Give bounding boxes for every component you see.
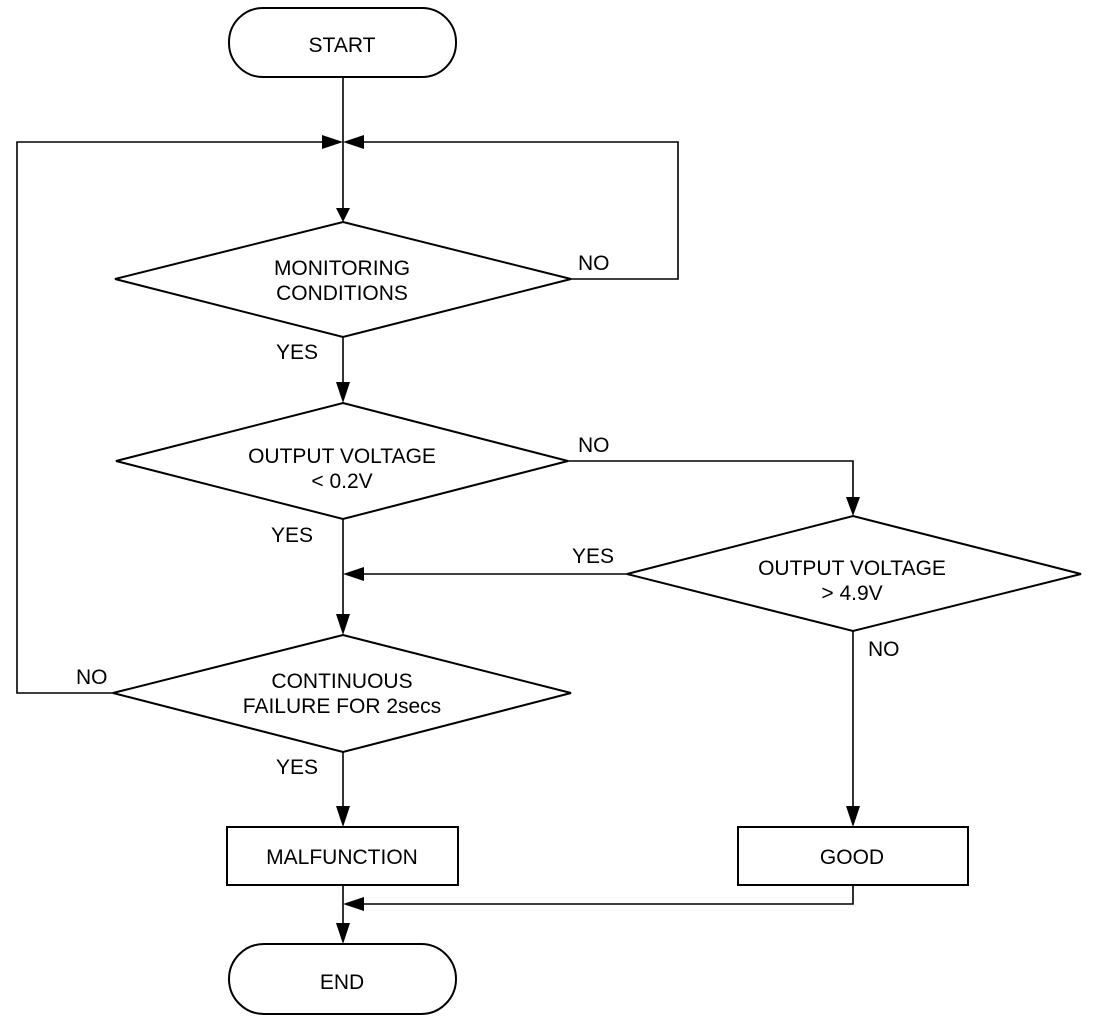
decision-monitoring-line1: MONITORING (274, 257, 410, 280)
arrowheads (322, 135, 860, 944)
decision-high-voltage-line2: > 4.9V (821, 582, 882, 605)
branch-label-low-voltage-yes: YES (271, 524, 313, 547)
branch-label-monitoring-yes: YES (276, 341, 318, 364)
process-malfunction: MALFUNCTION (226, 826, 459, 886)
branch-label-continuous-yes: YES (276, 756, 318, 779)
start-label: START (309, 34, 376, 57)
arrowhead-down-icon (336, 806, 350, 827)
end-label: END (320, 971, 364, 994)
arrowhead-left-icon (343, 135, 364, 149)
decision-continuous-line1: CONTINUOUS (271, 670, 412, 693)
connectors (16, 78, 854, 930)
branch-label-high-voltage-no: NO (868, 638, 900, 661)
decision-continuous-failure: CONTINUOUS FAILURE FOR 2secs (112, 633, 572, 754)
connector-continuous-no-loop (16, 141, 322, 694)
branch-label-monitoring-no: NO (578, 252, 610, 275)
branch-label-continuous-no: NO (76, 666, 108, 689)
connector-good-to-end (364, 886, 854, 905)
branch-label-low-voltage-no: NO (578, 434, 610, 457)
decision-continuous-line2: FAILURE FOR 2secs (243, 695, 441, 718)
decision-monitoring-line2: CONDITIONS (276, 282, 408, 305)
connector-low-voltage-no (568, 460, 854, 502)
good-label: GOOD (820, 846, 884, 869)
arrowhead-left-icon (343, 897, 364, 911)
arrowhead-left-icon (343, 567, 364, 581)
connector-monitoring-no-loop (364, 141, 679, 280)
branch-label-high-voltage-yes: YES (572, 545, 614, 568)
process-good: GOOD (737, 826, 969, 886)
arrowhead-down-icon (336, 208, 350, 222)
decision-low-voltage-line2: < 0.2V (311, 470, 372, 493)
start-terminal: START (228, 7, 457, 78)
end-terminal: END (228, 943, 457, 1015)
decision-high-voltage-line1: OUTPUT VOLTAGE (758, 557, 946, 580)
arrowhead-down-icon (336, 382, 350, 403)
arrowhead-right-icon (322, 135, 343, 149)
decision-monitoring-conditions: MONITORING CONDITIONS (114, 220, 572, 339)
decision-output-voltage-low: OUTPUT VOLTAGE < 0.2V (115, 401, 569, 521)
decision-low-voltage-line1: OUTPUT VOLTAGE (248, 445, 436, 468)
arrowhead-down-icon (846, 497, 860, 516)
branch-labels: NO YES NO YES YES NO NO YES (76, 252, 900, 779)
arrowhead-down-icon (336, 923, 350, 944)
arrowhead-down-icon (336, 614, 350, 635)
arrowhead-down-icon (846, 806, 860, 827)
malfunction-label: MALFUNCTION (266, 846, 418, 869)
decision-output-voltage-high: OUTPUT VOLTAGE > 4.9V (626, 514, 1082, 633)
